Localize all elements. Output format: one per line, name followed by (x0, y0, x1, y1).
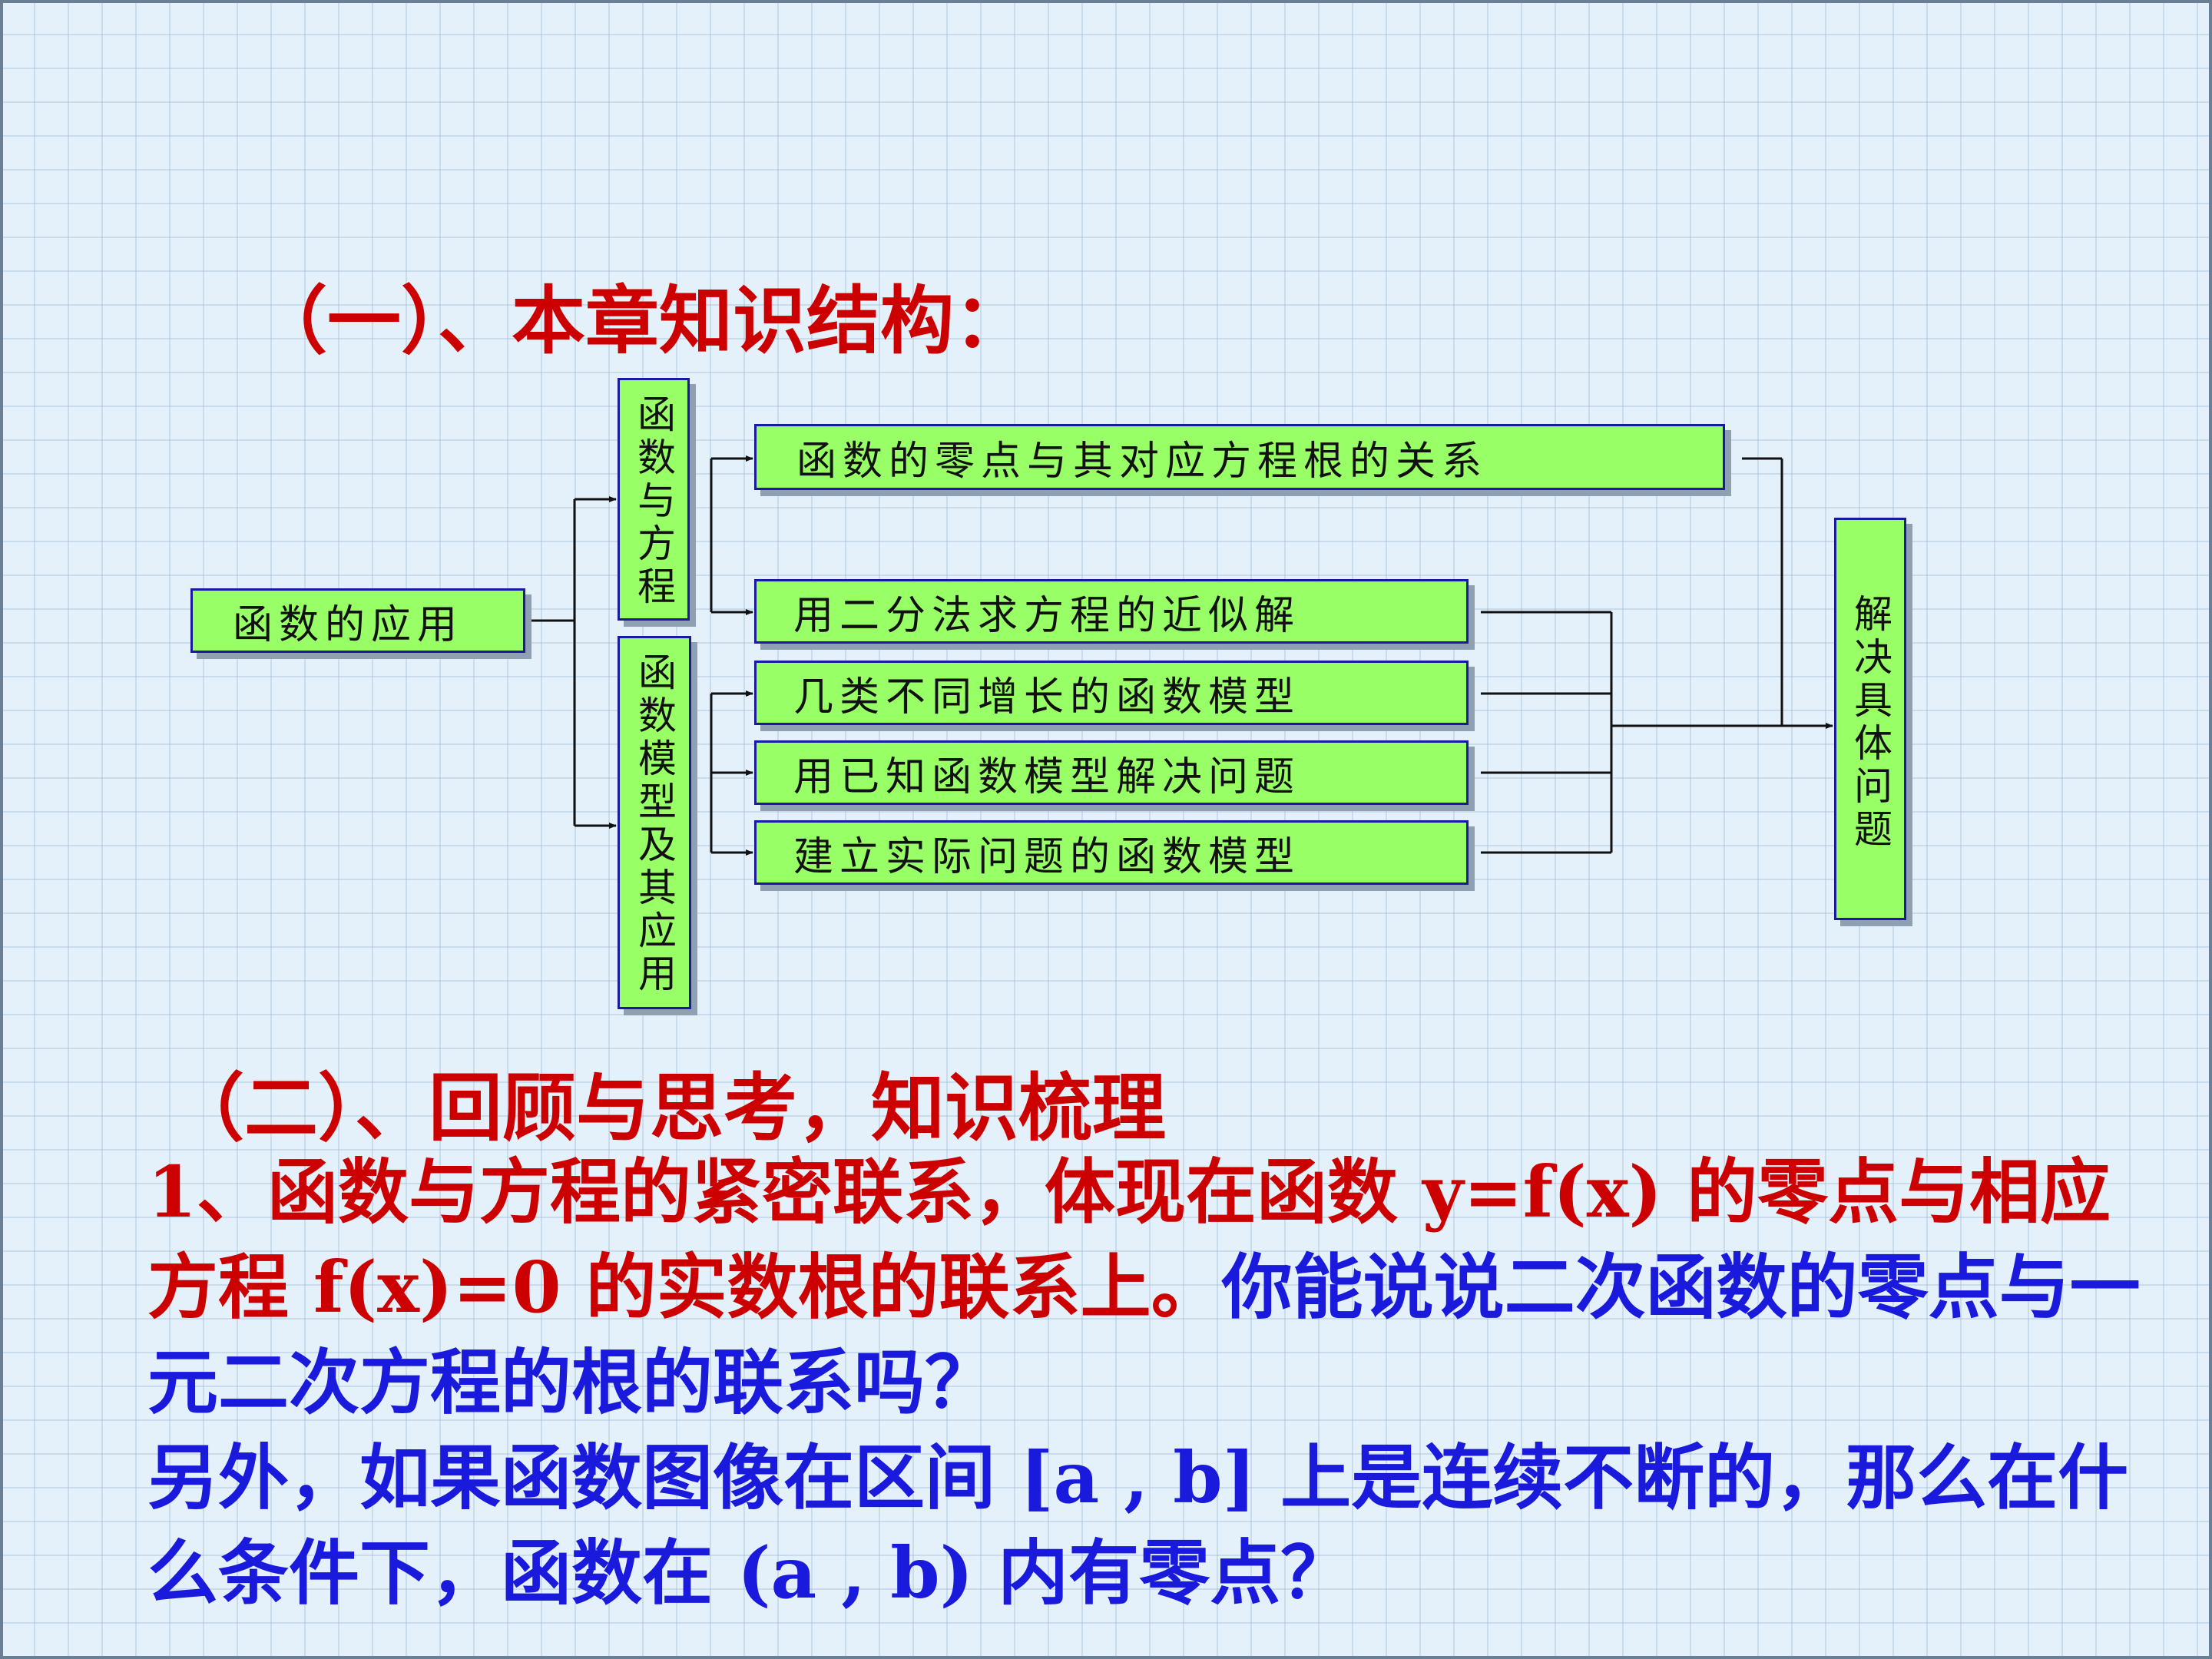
section-heading-review: （二）、回顾与思考，知识梳理 (171, 1065, 1166, 1151)
paragraph2-question: 另外，如果函数图像在区间 [a , b] 上是连续不断的，那么在什么条件下，函数… (147, 1436, 2129, 1614)
review-text: 1、函数与方程的紧密联系，体现在函数 y=f(x) 的零点与相应方程 f(x)=… (147, 1144, 2160, 1621)
box-item-a1: 函数的零点与其对应方程根的关系 (754, 424, 1725, 490)
box-item-a2: 用二分法求方程的近似解 (754, 579, 1469, 644)
box-branch-a: 函数与方程 (618, 378, 690, 621)
paragraph1-question: 你能说说二次函数的零点与一元二次方程的根的联系吗？ (147, 1246, 2141, 1424)
box-item-b3: 建立实际问题的函数模型 (754, 820, 1469, 885)
paragraph1-statement: 1、函数与方程的紧密联系，体现在函数 y=f(x) 的零点与相应方程 f(x)=… (147, 1151, 2111, 1329)
box-target: 解决具体问题 (1834, 518, 1906, 920)
box-branch-b: 函数模型及其应用 (618, 636, 691, 1009)
box-root: 函数的应用 (190, 588, 525, 653)
section-heading-structure: （一）、本章知识结构： (253, 277, 1028, 364)
box-item-b2: 用已知函数模型解决问题 (754, 740, 1469, 805)
box-item-b1: 几类不同增长的函数模型 (754, 661, 1469, 725)
